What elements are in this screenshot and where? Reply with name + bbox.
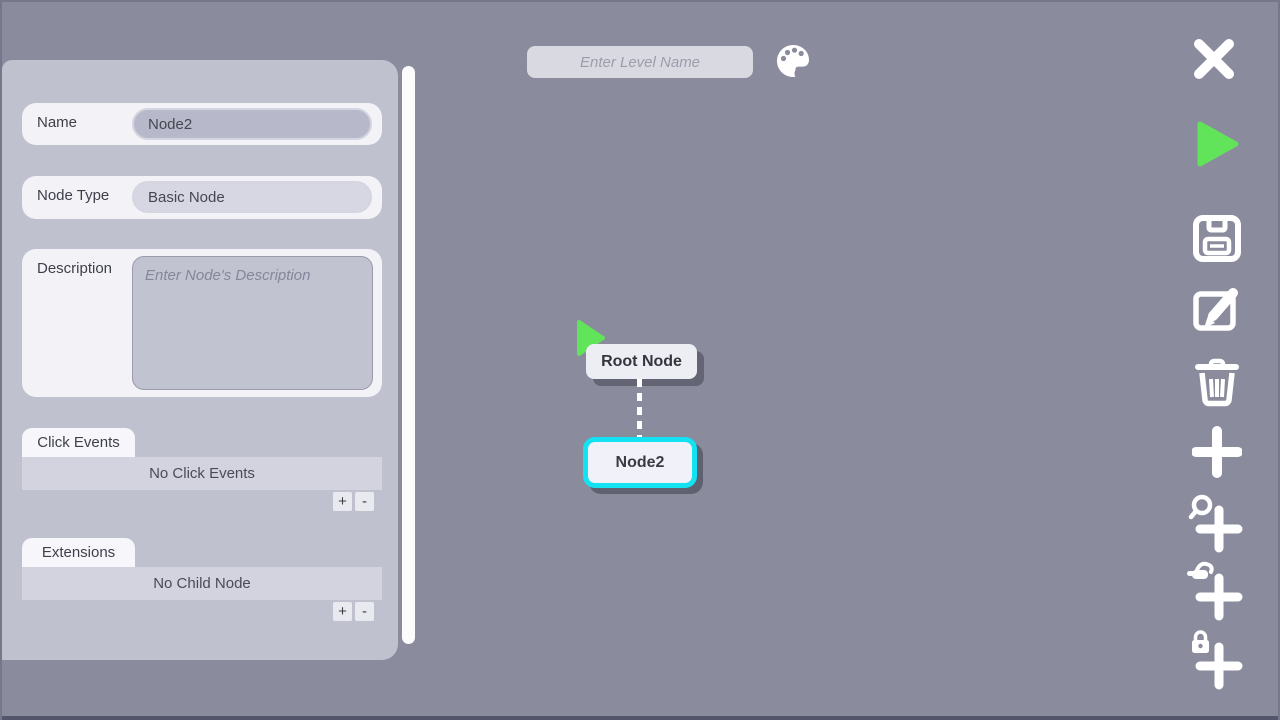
click-events-remove-button[interactable]: - xyxy=(355,492,374,511)
description-label: Description xyxy=(37,260,113,277)
drag-add-button[interactable] xyxy=(1187,561,1245,624)
click-events-empty-text: No Click Events xyxy=(149,465,255,482)
save-icon xyxy=(1192,215,1242,266)
node-type-label: Node Type xyxy=(37,187,110,204)
extensions-title: Extensions xyxy=(41,544,116,561)
name-input[interactable] xyxy=(132,108,372,140)
root-node-label: Root Node xyxy=(601,352,682,370)
click-events-buttons: + - xyxy=(333,492,374,511)
level-name-input[interactable] xyxy=(527,46,753,78)
extensions-remove-button[interactable]: - xyxy=(355,602,374,621)
click-events-title: Click Events xyxy=(37,434,120,451)
extensions-add-button[interactable]: + xyxy=(333,602,352,621)
drag-add-icon xyxy=(1187,561,1245,624)
play-icon xyxy=(1196,121,1240,171)
click-events-empty-row: No Click Events xyxy=(22,457,382,490)
close-button[interactable] xyxy=(1190,36,1238,85)
add-node-icon xyxy=(1191,426,1243,481)
node2-label: Node2 xyxy=(615,453,665,471)
edit-button[interactable] xyxy=(1192,285,1242,337)
delete-button[interactable] xyxy=(1193,356,1241,410)
node-connector-dashed-line xyxy=(637,379,642,441)
play-button[interactable] xyxy=(1196,120,1240,171)
node-inspector-panel: Name Node Type Description Click Events … xyxy=(2,60,398,660)
canvas-node-root[interactable]: Root Node xyxy=(586,344,697,379)
description-textarea[interactable] xyxy=(132,256,373,390)
palette-icon xyxy=(774,45,812,83)
click-events-add-button[interactable]: + xyxy=(333,492,352,511)
node-type-field-row: Node Type xyxy=(22,176,382,219)
palette-button[interactable] xyxy=(774,42,812,80)
click-events-section-tab: Click Events xyxy=(22,428,135,457)
zoom-add-button[interactable] xyxy=(1187,493,1245,556)
canvas-node-node2[interactable]: Node2 xyxy=(583,437,697,488)
extensions-section-tab: Extensions xyxy=(22,538,135,567)
name-label: Name xyxy=(37,114,78,131)
description-field-row: Description xyxy=(22,249,382,397)
close-icon xyxy=(1190,39,1238,85)
save-button[interactable] xyxy=(1192,214,1242,266)
node-type-input[interactable] xyxy=(132,181,372,213)
name-field-row: Name xyxy=(22,103,382,145)
extensions-buttons: + - xyxy=(333,602,374,621)
add-node-button[interactable] xyxy=(1191,426,1243,481)
extensions-empty-row: No Child Node xyxy=(22,567,382,600)
inspector-scrollbar[interactable] xyxy=(402,66,415,644)
lock-add-icon xyxy=(1189,630,1245,693)
zoom-add-icon xyxy=(1187,494,1245,556)
lock-add-button[interactable] xyxy=(1189,630,1245,693)
edit-icon xyxy=(1192,288,1242,337)
extensions-empty-text: No Child Node xyxy=(153,575,251,592)
trash-icon xyxy=(1193,358,1241,410)
